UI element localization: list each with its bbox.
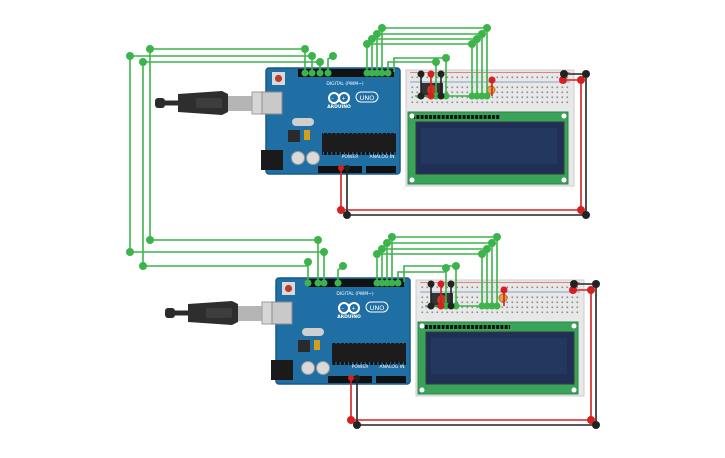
analog-label: ANALOG IN	[379, 364, 404, 370]
brand-label: ARDUINO	[337, 314, 361, 320]
arduino-logo-icon: – +	[338, 302, 360, 314]
usb-b-plug-icon[interactable]	[165, 301, 279, 325]
arduino-uno-board[interactable]: DIGITAL (PWM~) – + ARDUINO UNO POWER ANA…	[271, 277, 411, 385]
model-label: UNO	[360, 94, 375, 102]
usb-port	[261, 91, 283, 115]
arduino-logo-icon: – +	[328, 92, 350, 104]
circuit-2: DIGITAL (PWM~) – + ARDUINO UNO POWER ANA…	[126, 233, 600, 429]
wire-endpoints-green-1	[126, 24, 491, 100]
wire-endpoints-power-2	[347, 280, 600, 429]
atmega-chip	[332, 344, 406, 362]
svg-text:+: +	[352, 306, 356, 312]
lcd-16x2-icon[interactable]	[407, 111, 569, 185]
usb-port	[271, 301, 293, 325]
arduino-uno-board[interactable]: DIGITAL (PWM~) – + ARDUINO UNO	[261, 67, 401, 175]
usb-b-plug-icon[interactable]	[155, 91, 269, 115]
digital-label: DIGITAL (PWM~)	[336, 291, 374, 297]
analog-header	[366, 166, 396, 173]
model-label: UNO	[370, 304, 385, 312]
lcd-16x2-icon[interactable]	[417, 321, 579, 395]
resistor-icon	[498, 293, 508, 303]
wire-endpoints-green-2	[126, 233, 501, 310]
svg-text:–: –	[342, 306, 345, 312]
brand-label: ARDUINO	[327, 104, 351, 110]
power-label: POWER	[342, 154, 359, 160]
atmega-chip	[322, 134, 396, 152]
analog-label: ANALOG IN	[369, 154, 394, 160]
svg-text:–: –	[332, 96, 335, 102]
power-label: POWER	[352, 364, 369, 370]
digital-label: DIGITAL (PWM~)	[326, 81, 364, 87]
circuit-1: DIGITAL (PWM~) – + ARDUINO UNO	[126, 24, 590, 266]
wire-endpoints-power-1	[337, 70, 590, 219]
power-jack	[261, 150, 283, 170]
wires-green-1	[129, 27, 488, 266]
analog-header	[376, 376, 406, 383]
power-jack	[271, 360, 293, 380]
svg-text:+: +	[342, 96, 346, 102]
